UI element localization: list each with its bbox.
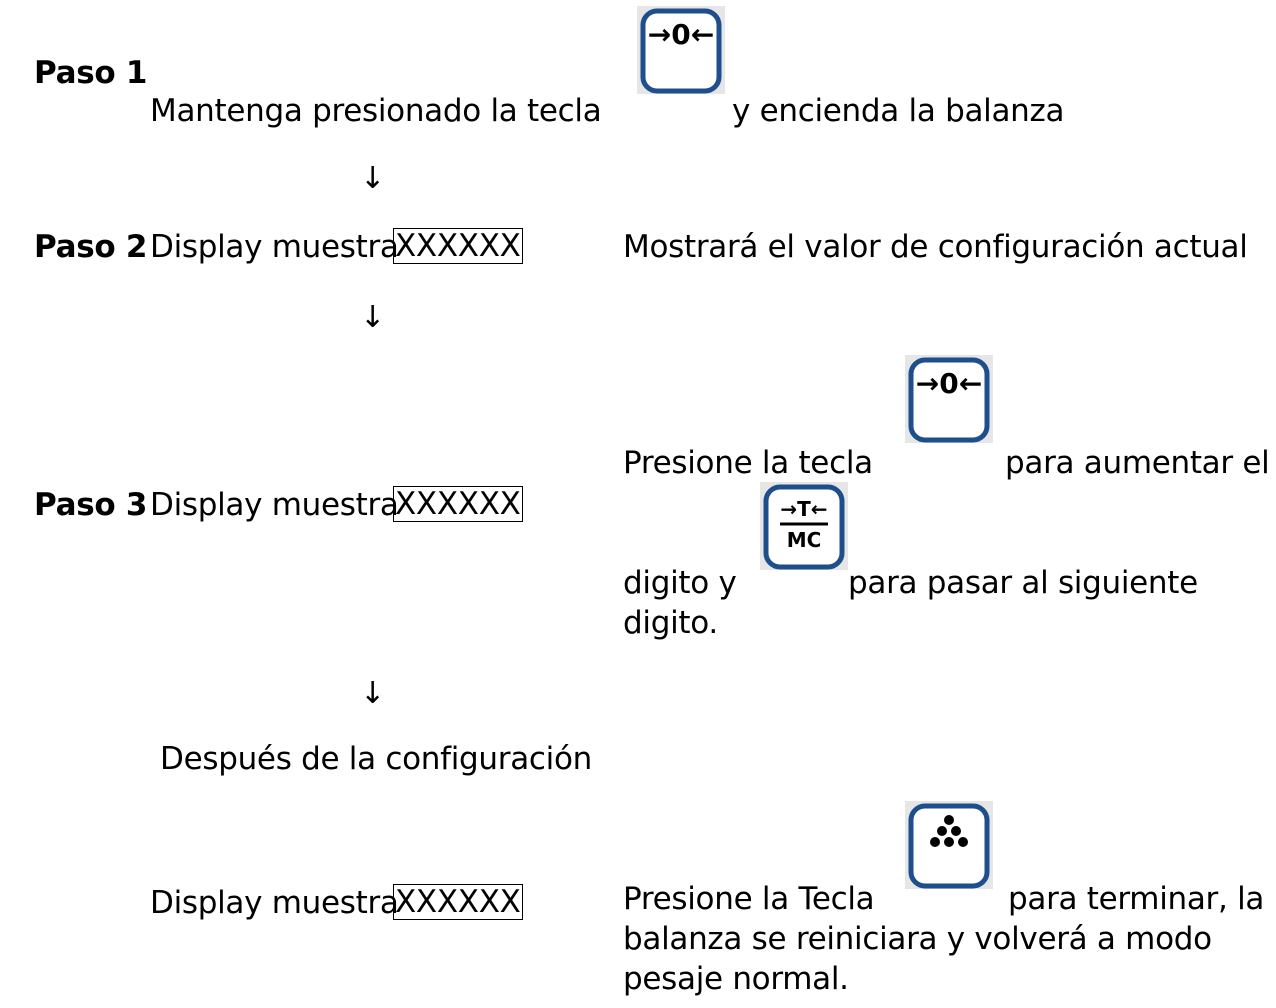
count-dots-key-icon <box>905 801 993 889</box>
step1-label: Paso 1 <box>34 55 148 91</box>
step3-display-text: Display muestra <box>150 487 399 523</box>
step3-line1-before: Presione la tecla <box>623 445 873 481</box>
step1-text-after: y encienda la balanza <box>732 93 1065 129</box>
after-line1-after: para terminar, la <box>1008 881 1265 917</box>
after-line3: pesaje normal. <box>623 961 849 997</box>
tare-key-top-text: →T← <box>780 497 827 521</box>
step3-line2-after: para pasar al siguiente <box>848 565 1198 601</box>
after-heading: Después de la configuración <box>160 741 592 777</box>
step2-label: Paso 2 <box>34 229 148 265</box>
step3-line2-before: digito y <box>623 565 737 601</box>
step2-display-value: XXXXXX <box>393 228 523 264</box>
after-display-value: XXXXXX <box>393 884 523 920</box>
zero-key-icon: →0← <box>905 355 993 443</box>
after-line2: balanza se reiniciara y volverá a modo <box>623 921 1212 957</box>
step3-line1-after: para aumentar el <box>1005 445 1270 481</box>
step3-label: Paso 3 <box>34 487 148 523</box>
step3-line3: digito. <box>623 605 718 641</box>
step1-text-before: Mantenga presionado la tecla <box>150 93 602 129</box>
step3-display-value: XXXXXX <box>393 486 523 522</box>
tare-mc-key-icon: →T← MC <box>760 482 848 570</box>
after-line1-before: Presione la Tecla <box>623 881 875 917</box>
after-display-text: Display muestra <box>150 885 399 921</box>
step2-display-text: Display muestra <box>150 229 399 265</box>
zero-key-icon: →0← <box>637 6 725 94</box>
tare-key-bottom-text: MC <box>787 528 822 552</box>
step2-note: Mostrará el valor de configuración actua… <box>623 229 1248 265</box>
svg-text:→0←: →0← <box>648 18 714 51</box>
svg-text:→0←: →0← <box>916 367 982 400</box>
down-arrow-1: ↓ <box>360 161 386 196</box>
down-arrow-3: ↓ <box>360 676 386 711</box>
down-arrow-2: ↓ <box>360 300 386 335</box>
